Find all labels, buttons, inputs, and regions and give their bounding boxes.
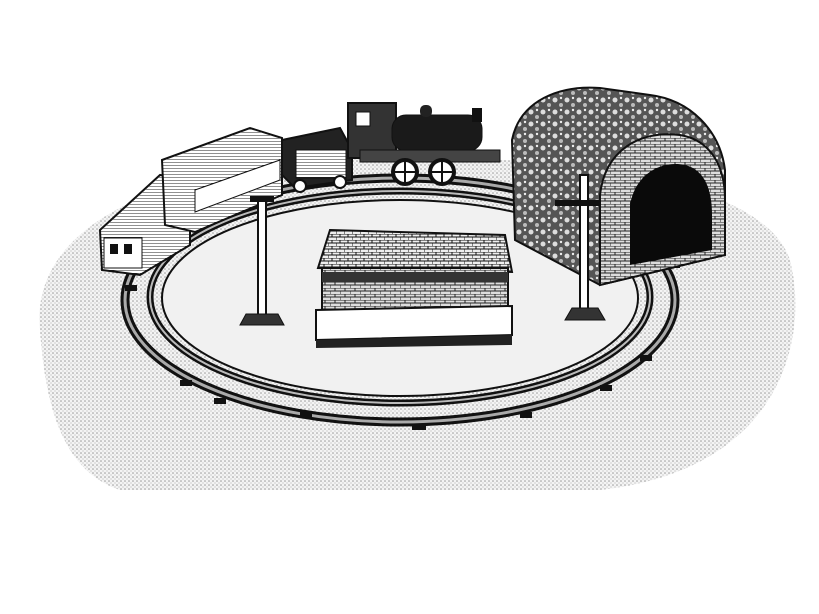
coal-tender [281, 126, 353, 193]
tunnel [510, 86, 726, 287]
signal-post-left [239, 196, 285, 326]
passenger-coach-front [160, 126, 283, 234]
steam-locomotive [347, 102, 501, 186]
station-building [315, 228, 514, 348]
signal-post-right [555, 174, 606, 321]
